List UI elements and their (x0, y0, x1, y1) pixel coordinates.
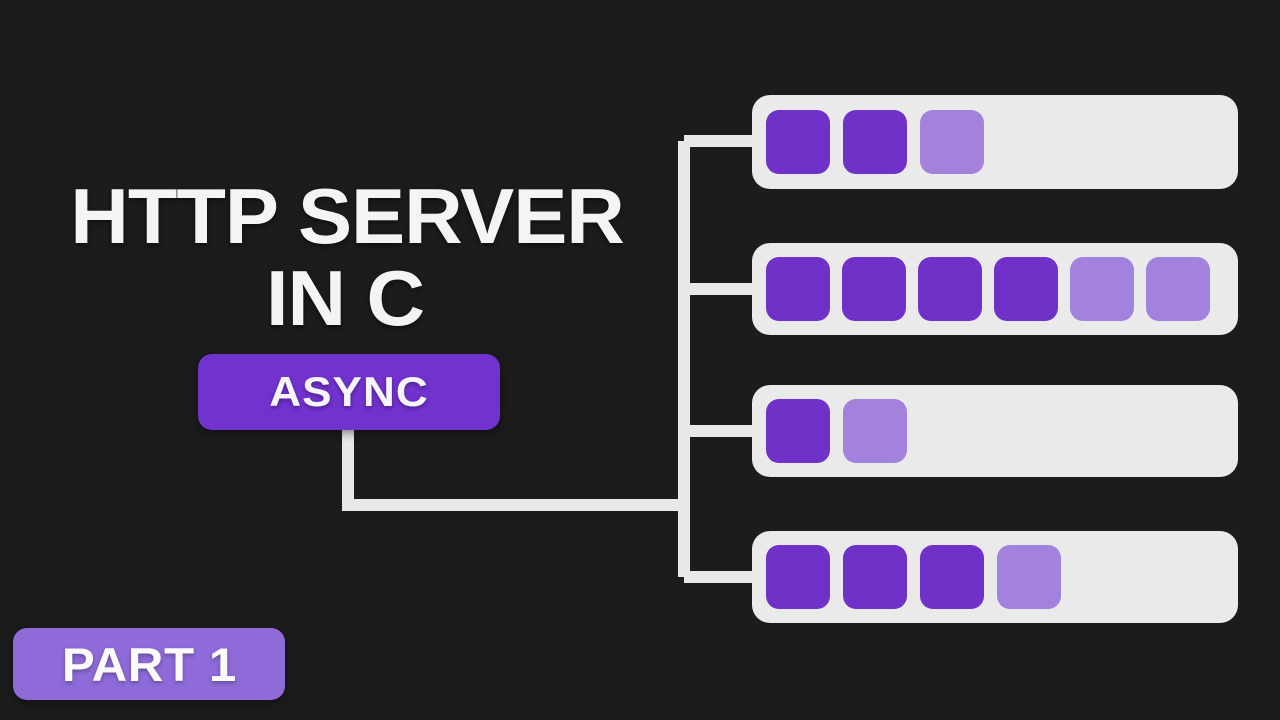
diagram-cell (843, 110, 907, 174)
part-badge-label: PART 1 (61, 637, 237, 691)
async-badge: ASYNC (198, 354, 500, 430)
diagram-cell (843, 399, 907, 463)
root-stub-line (342, 424, 690, 511)
part-badge: PART 1 (13, 628, 285, 700)
diagram-cell (997, 545, 1061, 609)
diagram-row-1 (752, 95, 1238, 189)
title-line-2: IN C (265, 254, 425, 343)
async-badge-label: ASYNC (269, 368, 429, 415)
diagram-cell (842, 257, 906, 321)
diagram-cell (843, 545, 907, 609)
diagram-cell (1146, 257, 1210, 321)
diagram-cell (918, 257, 982, 321)
page-title: HTTP SERVER IN C (0, 177, 690, 338)
diagram-cell (920, 545, 984, 609)
diagram-cell (766, 257, 830, 321)
diagram-cell (766, 110, 830, 174)
diagram-row-2 (752, 243, 1238, 335)
diagram-cell (766, 545, 830, 609)
diagram-cell (766, 399, 830, 463)
diagram-row-3 (752, 385, 1238, 477)
diagram-row-4 (752, 531, 1238, 623)
diagram-cell (920, 110, 984, 174)
diagram-cell (994, 257, 1058, 321)
title-line-1: HTTP SERVER (70, 172, 625, 260)
diagram-cell (1070, 257, 1134, 321)
